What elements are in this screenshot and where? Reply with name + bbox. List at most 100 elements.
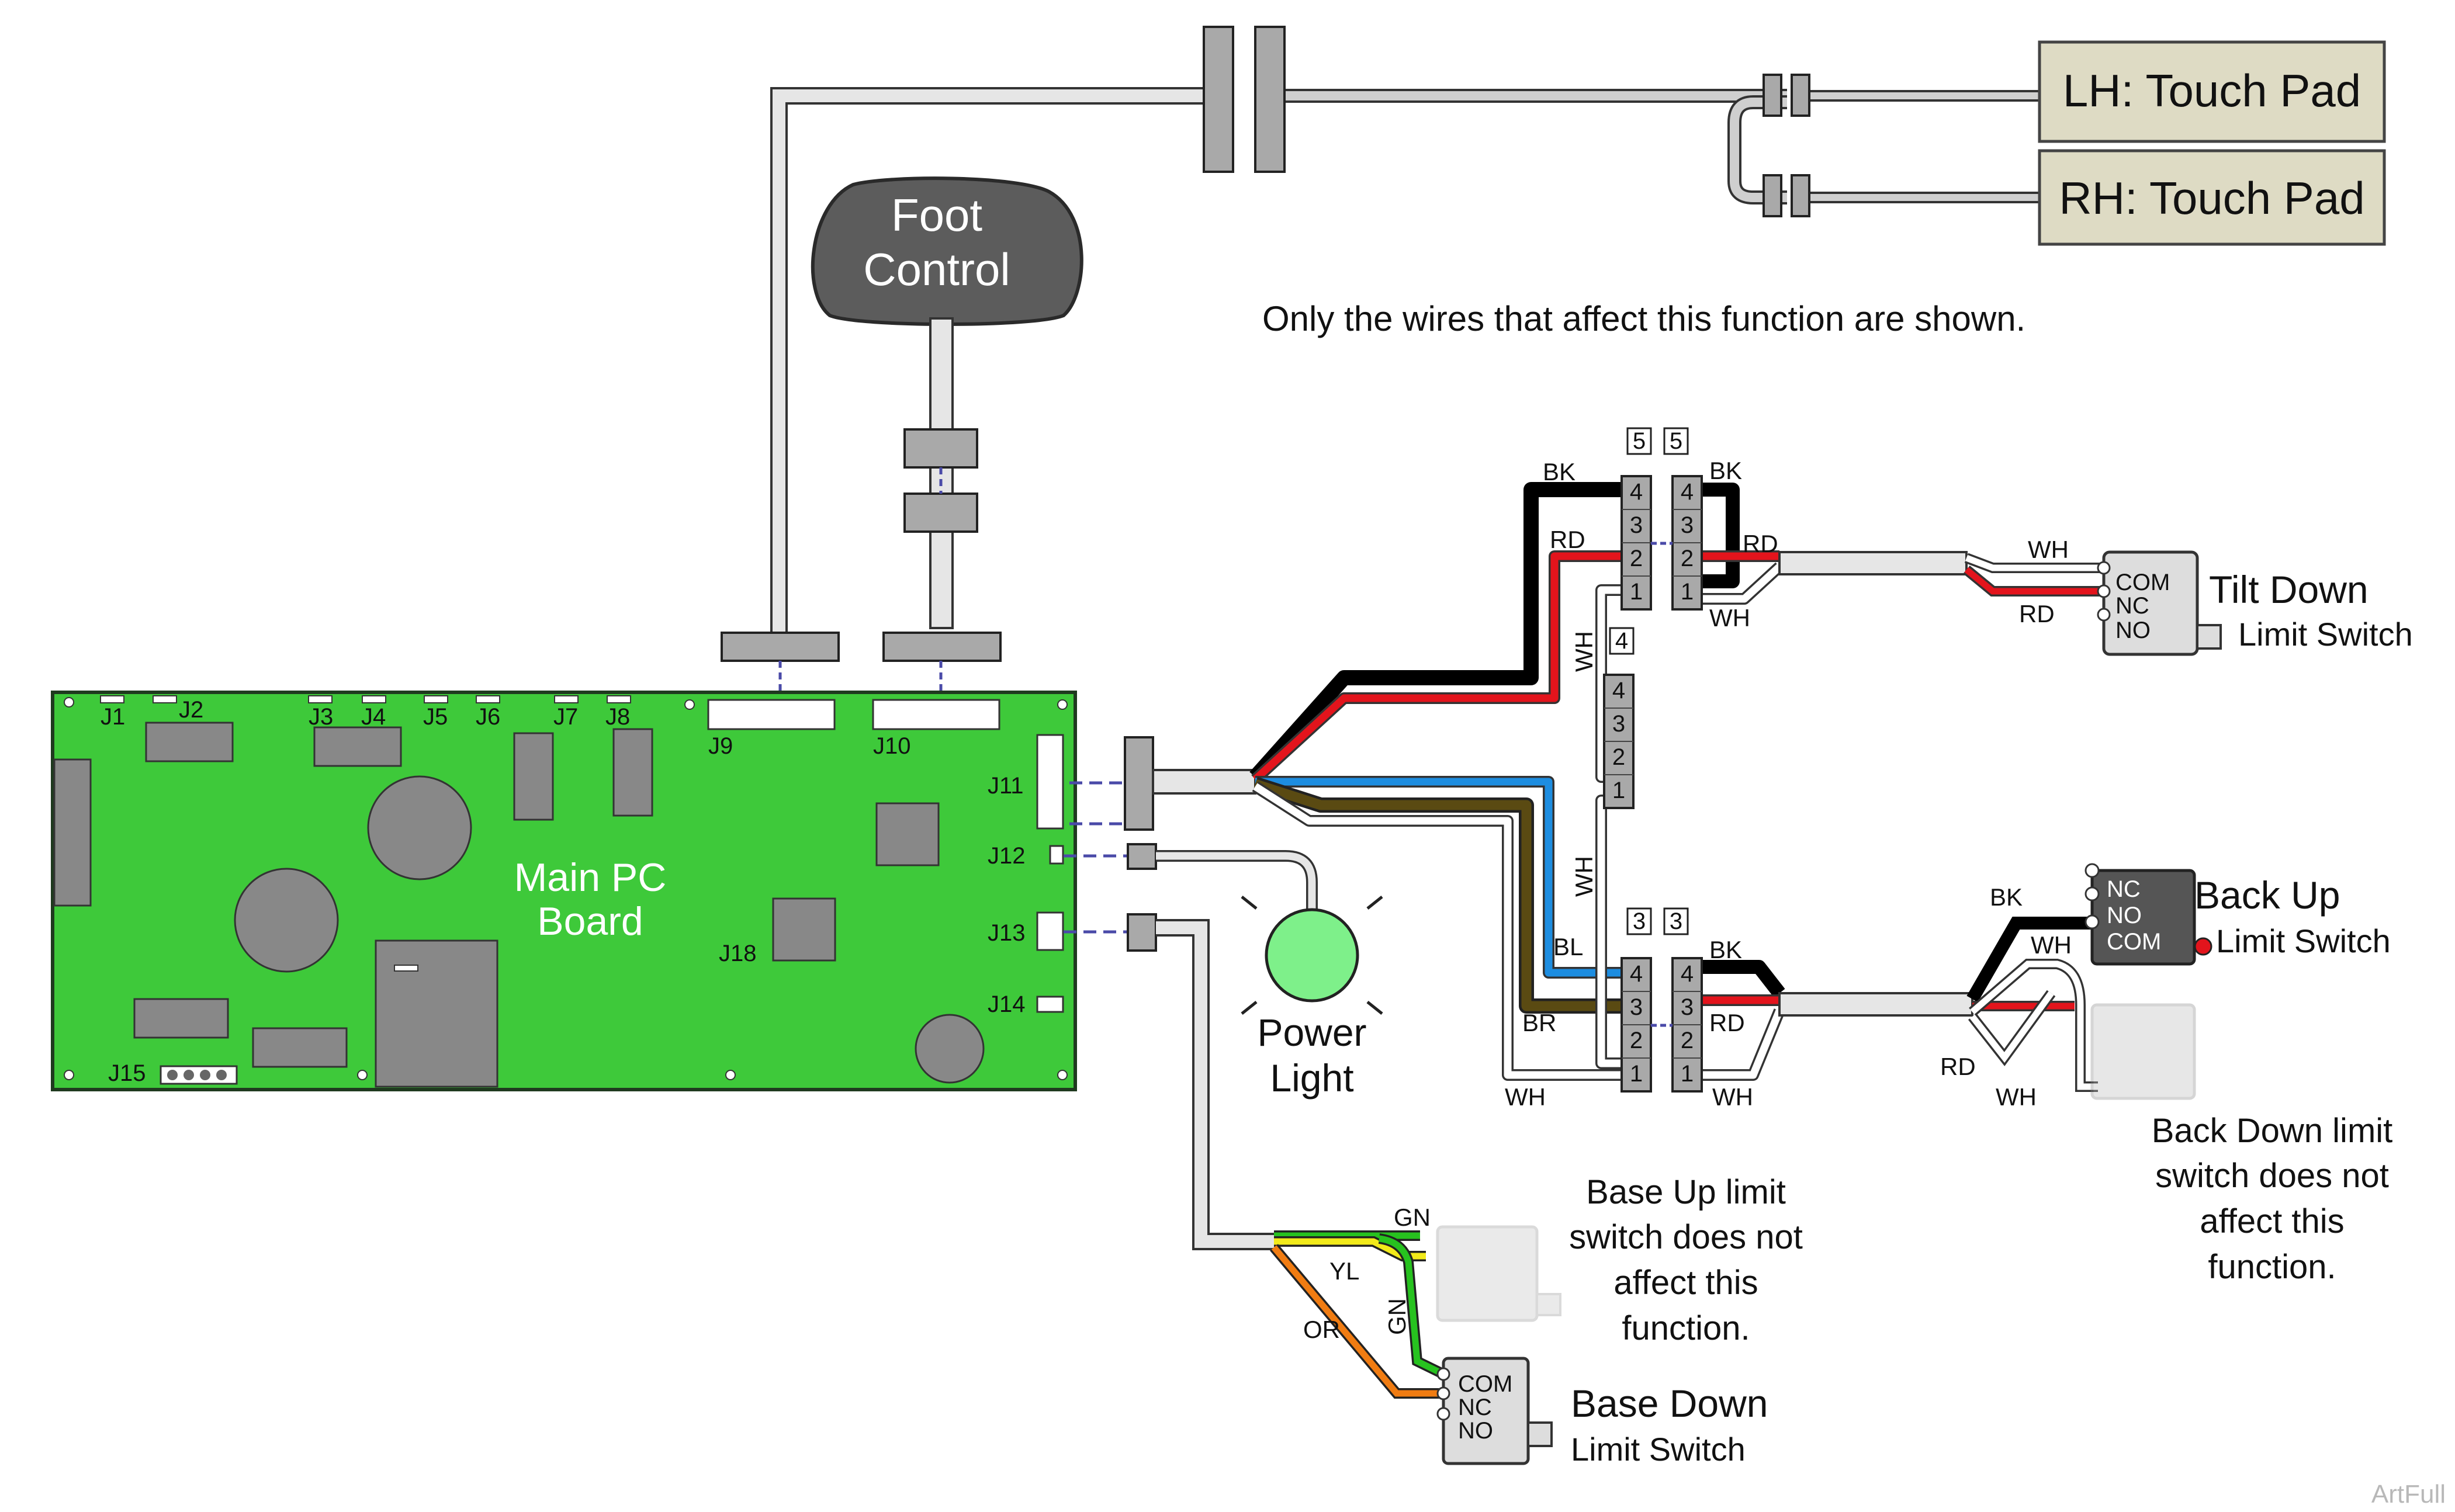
base-down-terminal-com: COM xyxy=(1458,1371,1512,1397)
jack-j9: J9 xyxy=(708,733,733,759)
tilt-terminal-com: COM xyxy=(2115,570,2170,595)
wire-label-br: BR xyxy=(1522,1009,1556,1036)
wire-label-wh: WH xyxy=(1570,631,1598,672)
base-up-note-4: function. xyxy=(1622,1309,1750,1347)
function-note: Only the wires that affect this function… xyxy=(1262,299,2025,338)
jack-j13: J13 xyxy=(988,920,1026,946)
back-up-terminal-nc: NC xyxy=(2107,876,2141,902)
base-switch-wires xyxy=(1270,1230,1446,1399)
back-down-note-2: switch does not xyxy=(2155,1157,2389,1195)
pin-label: 1 xyxy=(1630,579,1643,605)
base-up-note-3: affect this xyxy=(1613,1264,1758,1302)
touch-pad-cable xyxy=(770,87,2040,637)
base-up-note-1: Base Up limit xyxy=(1586,1173,1786,1211)
j10-plug xyxy=(882,632,1002,662)
jack-j3: J3 xyxy=(309,704,333,730)
pin-label: 4 xyxy=(1612,678,1625,703)
pin-label: 1 xyxy=(1681,579,1694,605)
back-harness-sheath xyxy=(1778,992,1973,1017)
tilt-terminal-nc: NC xyxy=(2115,593,2149,619)
jack-j14: J14 xyxy=(988,991,1026,1017)
jack-j4: J4 xyxy=(361,704,386,730)
tilt-connector-left-number: 5 xyxy=(1633,428,1646,454)
power-light-wire xyxy=(1156,850,1318,911)
back-up-switch xyxy=(2085,863,2212,966)
jack-j11: J11 xyxy=(988,773,1024,799)
back-up-subtitle: Limit Switch xyxy=(2216,923,2391,959)
jack-j6: J6 xyxy=(476,704,500,730)
inline-connector-b xyxy=(1254,26,1286,173)
wire-label-wh: WH xyxy=(1570,856,1598,897)
pin-label: 2 xyxy=(1681,1028,1694,1053)
pin-label: 3 xyxy=(1612,711,1625,737)
foot-control-label-1: Foot xyxy=(891,189,982,241)
pin-label: 4 xyxy=(1681,961,1694,987)
back-up-title: Back Up xyxy=(2194,873,2340,917)
base-down-title: Base Down xyxy=(1571,1382,1768,1425)
watermark: ArtFull xyxy=(2371,1480,2446,1508)
tilt-harness-sheath xyxy=(1778,551,1968,575)
wire-label-gn: GN xyxy=(1383,1298,1411,1335)
jack-j8: J8 xyxy=(605,704,630,730)
base-down-switch xyxy=(1436,1357,1553,1465)
wire-label-rd: RD xyxy=(1709,1009,1745,1036)
pin-label: 4 xyxy=(1630,961,1643,987)
main-board-title-2: Board xyxy=(537,899,643,944)
rh-touch-pad-label: RH: Touch Pad xyxy=(2059,172,2364,224)
j9-plug xyxy=(721,632,840,662)
wire-label-bk: BK xyxy=(1990,883,2023,911)
wire-label-gn: GN xyxy=(1394,1204,1431,1231)
lh-touch-pad xyxy=(2038,40,2386,143)
pin-label: 3 xyxy=(1630,512,1643,538)
wire-label-wh: WH xyxy=(1709,604,1750,632)
pad-connector-lh-a xyxy=(1763,74,1782,117)
wire-label-bk: BK xyxy=(1709,457,1742,484)
wire-label-bk: BK xyxy=(1709,936,1742,963)
back-down-switch-ghost xyxy=(2090,1003,2196,1100)
back-connector-left-number: 3 xyxy=(1633,908,1646,934)
pin-label: 3 xyxy=(1681,512,1694,538)
base-up-switch-ghost xyxy=(1436,1225,1561,1322)
foot-control-label-2: Control xyxy=(863,244,1010,295)
wire-label-rd: RD xyxy=(1743,530,1778,557)
rh-touch-pad xyxy=(2038,149,2386,246)
foot-cable-connector-b xyxy=(903,493,978,533)
jack-j18: J18 xyxy=(719,941,757,966)
jack-j10: J10 xyxy=(873,733,911,759)
wire-label-wh: WH xyxy=(2031,931,2072,959)
wire-label-bl: BL xyxy=(1553,933,1583,960)
jack-j7: J7 xyxy=(553,704,578,730)
pin-label: 3 xyxy=(1681,994,1694,1020)
wire-label-rd: RD xyxy=(1940,1053,1976,1080)
jack-j5: J5 xyxy=(423,704,448,730)
back-down-note-1: Back Down limit xyxy=(2152,1112,2393,1150)
back-down-note-3: affect this xyxy=(2200,1202,2344,1240)
pin-label: 1 xyxy=(1612,778,1625,803)
lh-touch-pad-label: LH: Touch Pad xyxy=(2063,65,2361,116)
power-light-rays xyxy=(1241,896,1383,1015)
pin-label: 1 xyxy=(1630,1061,1643,1087)
base-down-subtitle: Limit Switch xyxy=(1571,1431,1746,1468)
base-up-note-2: switch does not xyxy=(1569,1218,1803,1256)
wire-label-rd: RD xyxy=(2019,600,2055,627)
back-down-note-4: function. xyxy=(2208,1248,2336,1286)
pin-label: 2 xyxy=(1612,744,1625,770)
pin-label: 2 xyxy=(1681,546,1694,571)
wire-label-wh: WH xyxy=(1996,1083,2037,1111)
back-connector-right-number: 3 xyxy=(1670,908,1682,934)
pad-connector-rh-a xyxy=(1763,174,1782,217)
back-switch-wires xyxy=(1966,917,2098,1092)
pin-label: 4 xyxy=(1681,479,1694,505)
pad-connector-rh-b xyxy=(1791,174,1810,217)
base-down-terminal-no: NO xyxy=(1458,1418,1493,1444)
main-board-title-1: Main PC xyxy=(514,855,667,900)
pin-label: 1 xyxy=(1681,1061,1694,1087)
tilt-switch-wires xyxy=(1963,553,2104,597)
foot-control xyxy=(811,176,1083,326)
tilt-connector-right-number: 5 xyxy=(1670,428,1682,454)
foot-cable-connector-a xyxy=(903,428,978,469)
jack-j15: J15 xyxy=(108,1060,146,1086)
inline-connector-a xyxy=(1203,26,1234,173)
pin-label: 3 xyxy=(1630,994,1643,1020)
